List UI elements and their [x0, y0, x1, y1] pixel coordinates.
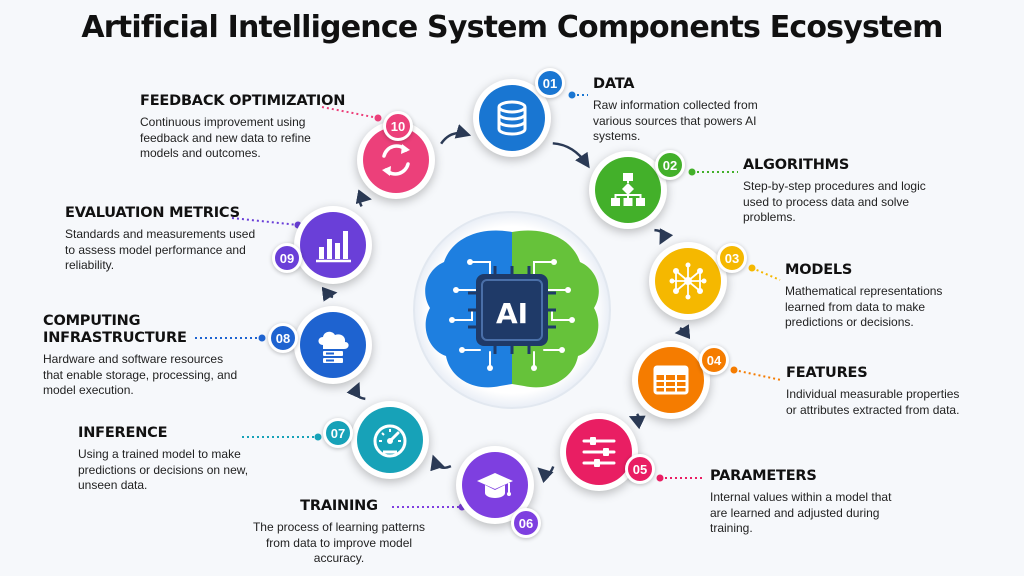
flow-arrow — [552, 142, 590, 169]
table-icon — [638, 347, 704, 413]
component-title: FEEDBACK OPTIMIZATION — [140, 93, 346, 109]
ai-chip-label: AI — [496, 297, 528, 330]
connector-dot — [374, 114, 382, 122]
database-icon — [479, 85, 545, 151]
step-number-badge: 01 — [535, 68, 565, 98]
component-label-block: PARAMETERS Internal values within a model… — [710, 468, 910, 537]
flow-arrow — [346, 382, 366, 401]
page-title: Artificial Intelligence System Component… — [81, 10, 943, 45]
component-title: MODELS — [785, 262, 853, 278]
component-label-block: FEEDBACK OPTIMIZATION Continuous improvem… — [140, 93, 350, 162]
component-title: FEATURES — [786, 365, 868, 381]
ai-chip-icon: AI — [468, 266, 556, 354]
component-description: Individual measurable properties or attr… — [786, 387, 960, 417]
graduation-cap-icon — [462, 452, 528, 518]
label-connector — [733, 369, 782, 381]
component-title: PARAMETERS — [710, 468, 817, 484]
step-number-badge: 02 — [655, 150, 685, 180]
flow-arrow — [430, 454, 452, 472]
component-title: COMPUTING INFRASTRUCTURE — [43, 313, 187, 346]
component-description: Continuous improvement using feedback an… — [140, 115, 311, 160]
connector-dot — [656, 474, 664, 482]
connector-dot — [568, 91, 576, 99]
component-node-07[interactable] — [351, 401, 429, 479]
component-node-04[interactable] — [632, 341, 710, 419]
step-number-badge: 04 — [699, 345, 729, 375]
label-connector — [231, 217, 299, 226]
component-label-block: DATA Raw information collected from vario… — [593, 76, 763, 145]
step-number-badge: 06 — [511, 508, 541, 538]
component-node-05[interactable] — [560, 413, 638, 491]
connector-dot — [314, 433, 322, 441]
component-node-08[interactable] — [294, 306, 372, 384]
flow-arrow — [321, 286, 338, 302]
component-description: Step-by-step procedures and logic used t… — [743, 179, 926, 224]
component-title: DATA — [593, 76, 635, 92]
flow-arrows — [321, 124, 691, 484]
component-description: Raw information collected from various s… — [593, 98, 758, 143]
component-label-block: COMPUTING INFRASTRUCTURE Hardware and sof… — [43, 313, 243, 399]
connector-dot — [258, 334, 266, 342]
network-icon — [655, 248, 721, 314]
label-connector — [751, 267, 781, 281]
connector-dot — [730, 366, 738, 374]
flow-arrow — [674, 324, 691, 340]
component-node-09[interactable] — [294, 206, 372, 284]
cloud-server-icon — [300, 312, 366, 378]
step-number-badge: 09 — [272, 243, 302, 273]
component-description: Hardware and software resources that ena… — [43, 352, 238, 397]
step-number-badge: 10 — [383, 111, 413, 141]
component-description: The process of learning patterns from da… — [252, 520, 426, 565]
step-number-badge: 03 — [717, 243, 747, 273]
component-node-03[interactable] — [649, 242, 727, 320]
component-node-02[interactable] — [589, 151, 667, 229]
component-description: Internal values within a model that are … — [710, 490, 892, 535]
label-connectors — [195, 91, 782, 511]
connector-dot — [748, 264, 756, 272]
component-description: Using a trained model to make prediction… — [78, 447, 249, 492]
component-title: ALGORITHMS — [743, 157, 850, 173]
flow-arrow — [440, 124, 472, 145]
connector-dot — [688, 168, 696, 176]
component-label-block: TRAINING The process of learning patterns… — [244, 498, 434, 567]
flow-arrow — [355, 189, 372, 208]
component-label-block: INFERENCE Using a trained model to make p… — [78, 425, 268, 494]
flow-arrow — [537, 466, 555, 484]
gauge-icon — [357, 407, 423, 473]
component-label-block: MODELS Mathematical representations learn… — [785, 262, 970, 331]
step-number-badge: 08 — [268, 323, 298, 353]
step-number-badge: 05 — [625, 454, 655, 484]
bar-chart-icon — [300, 212, 366, 278]
component-title: EVALUATION METRICS — [65, 205, 240, 221]
component-label-block: FEATURES Individual measurable properties… — [786, 365, 971, 418]
component-title: TRAINING — [300, 498, 378, 514]
flowchart-icon — [595, 157, 661, 223]
component-description: Mathematical representations learned fro… — [785, 284, 943, 329]
sliders-icon — [566, 419, 632, 485]
flow-arrow — [628, 413, 646, 430]
component-label-block: ALGORITHMS Step-by-step procedures and lo… — [743, 157, 928, 226]
component-description: Standards and measurements used to asses… — [65, 227, 256, 272]
component-label-block: EVALUATION METRICS Standards and measurem… — [65, 205, 265, 274]
flow-arrow — [654, 228, 674, 245]
component-title: INFERENCE — [78, 425, 168, 441]
step-number-badge: 07 — [323, 418, 353, 448]
component-node-01[interactable] — [473, 79, 551, 157]
